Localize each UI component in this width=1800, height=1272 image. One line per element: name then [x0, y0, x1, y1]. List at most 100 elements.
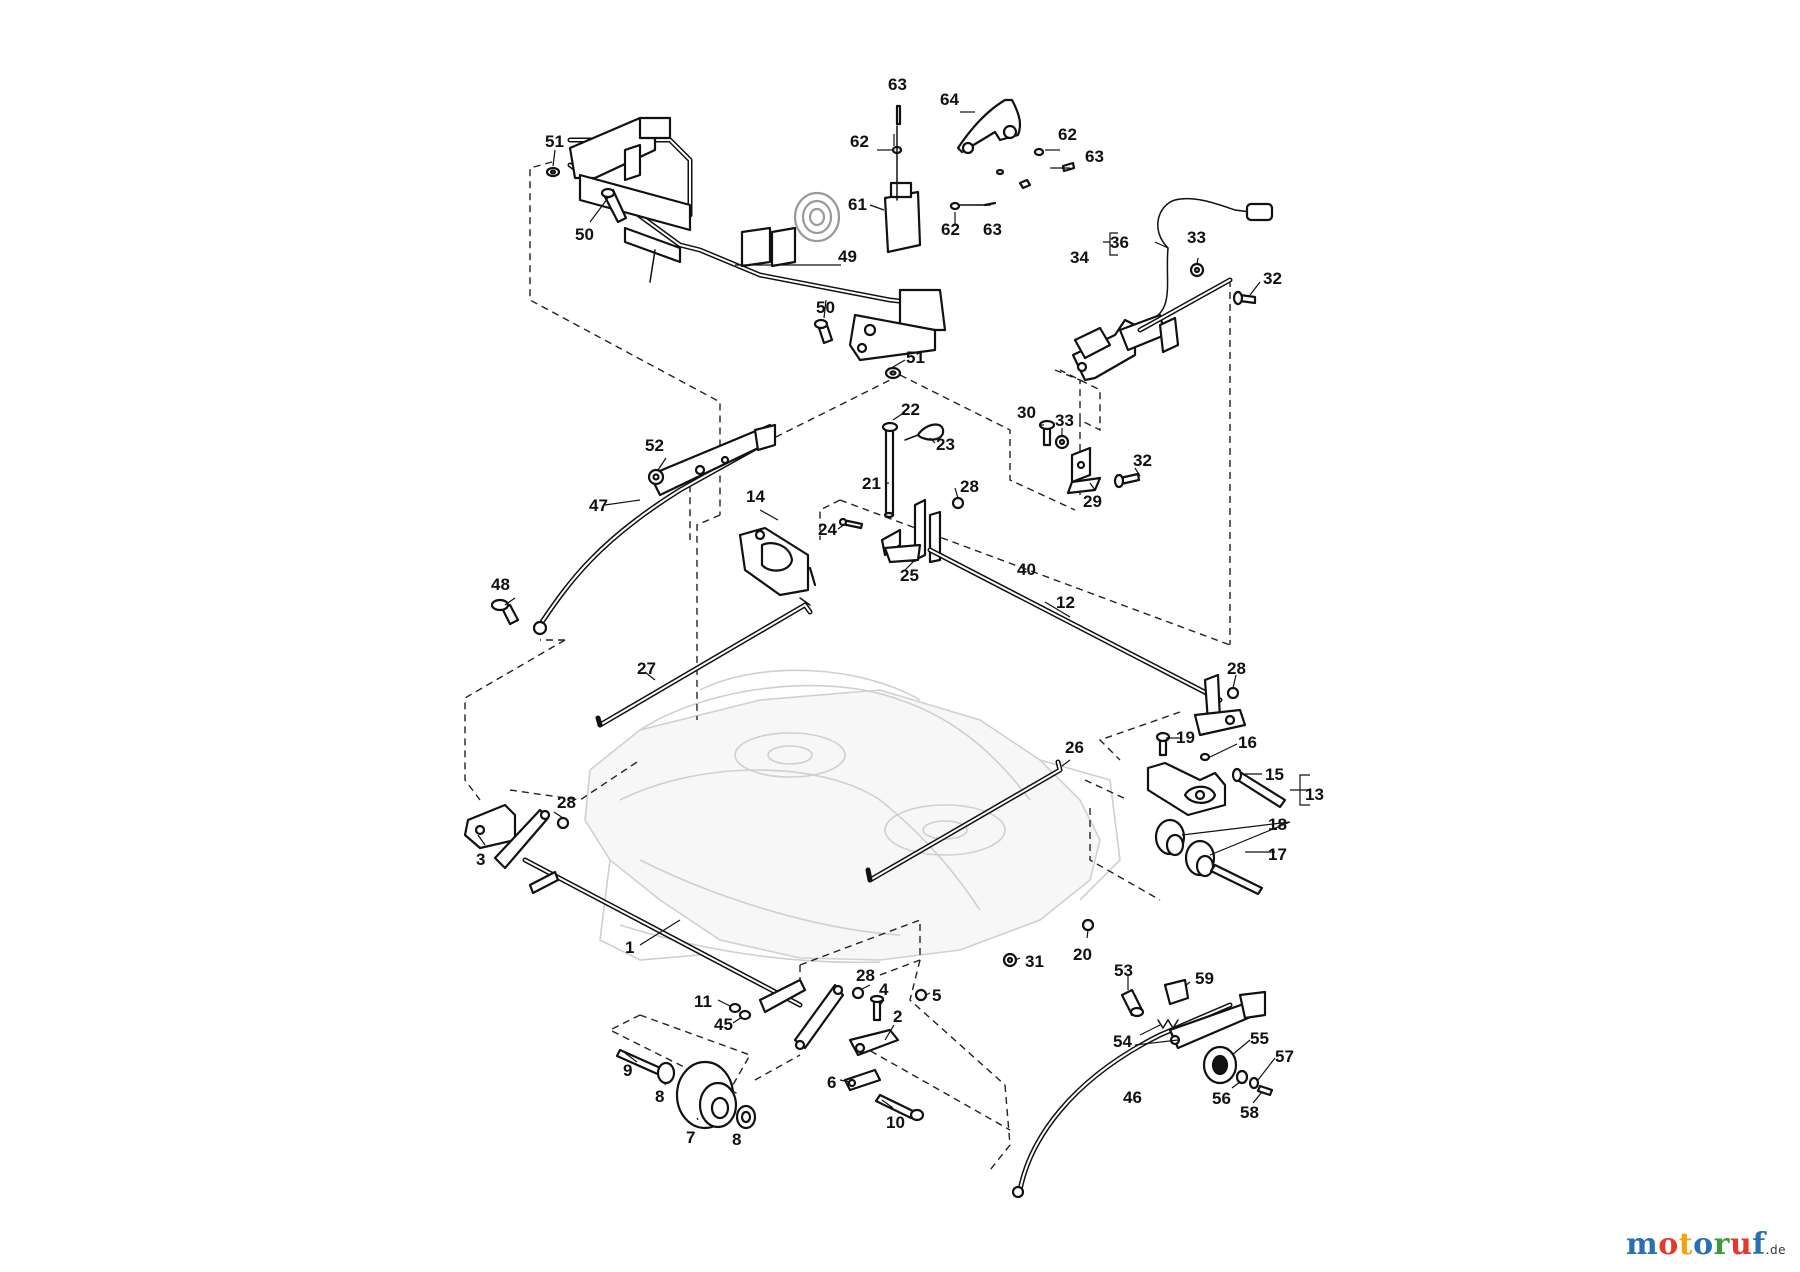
part-28-nut-lower	[851, 986, 865, 1000]
part-50-screw-bottom	[813, 318, 834, 345]
part-30-bolt	[1038, 419, 1056, 447]
part-33-nut-top	[1189, 262, 1205, 278]
label-16: 16	[1238, 733, 1257, 752]
label-8-right: 8	[732, 1130, 741, 1149]
label-63-b: 63	[983, 220, 1002, 239]
label-24: 24	[818, 520, 837, 539]
part-6-bracket	[843, 1068, 882, 1092]
part-28-nut-left	[556, 816, 570, 830]
label-28-left: 28	[557, 793, 576, 812]
label-28-top: 28	[960, 477, 979, 496]
label-1: 1	[625, 938, 634, 957]
part-52-nut	[647, 468, 665, 486]
part-40-shaft-assembly	[880, 498, 942, 564]
part-22-washer	[881, 421, 899, 433]
label-61: 61	[848, 195, 867, 214]
label-53: 53	[1114, 961, 1133, 980]
label-17: 17	[1268, 845, 1287, 864]
label-36: 36	[1110, 233, 1129, 252]
label-33-top: 33	[1187, 228, 1206, 247]
part-16-washer	[1199, 752, 1211, 762]
watermark-letter: t	[1678, 1227, 1694, 1262]
part-50-screw-top	[600, 187, 628, 224]
label-48: 48	[491, 575, 510, 594]
label-15: 15	[1265, 765, 1284, 784]
assembly-guide-lines	[464, 161, 1231, 1171]
label-55: 55	[1250, 1029, 1269, 1048]
label-23: 23	[936, 435, 955, 454]
part-47-lever	[532, 423, 777, 636]
part-3-bracket	[463, 803, 517, 850]
pulley-part	[793, 191, 841, 243]
part-11-washer	[728, 1002, 742, 1014]
part-57-washer	[1248, 1076, 1260, 1090]
label-7: 7	[686, 1128, 695, 1147]
part-26-rod	[865, 759, 1063, 883]
part-15-pin	[1231, 767, 1287, 809]
part-54-spring	[1157, 1018, 1179, 1030]
label-50-top: 50	[575, 225, 594, 244]
part-1-axle	[493, 808, 845, 1051]
label-59: 59	[1195, 969, 1214, 988]
label-32-top: 32	[1263, 269, 1282, 288]
part-51-washer-top	[545, 166, 561, 178]
part-7-wheel	[675, 1060, 738, 1130]
label-28-right: 28	[1227, 659, 1246, 678]
label-26: 26	[1065, 738, 1084, 757]
part-32-bolt	[1113, 472, 1141, 489]
part-55-roller	[1202, 1045, 1238, 1085]
part-59-clip	[1163, 978, 1190, 1006]
label-62-a: 62	[850, 132, 869, 151]
label-18: 18	[1268, 815, 1287, 834]
part-58-screw	[1256, 1084, 1274, 1097]
mower-deck-outline	[584, 669, 1121, 964]
label-49: 49	[838, 247, 857, 266]
label-57: 57	[1275, 1047, 1294, 1066]
part-64-bracket	[956, 98, 1022, 155]
label-51-top: 51	[545, 132, 564, 151]
part-61-switch-cover	[883, 181, 922, 254]
watermark-tld: .de	[1765, 1243, 1786, 1257]
label-34: 34	[1070, 248, 1089, 267]
part-24-pin	[838, 517, 864, 530]
leader-lines	[477, 111, 1310, 1129]
label-21: 21	[862, 474, 881, 493]
label-63-a: 63	[888, 75, 907, 94]
label-3: 3	[476, 850, 485, 869]
label-2: 2	[893, 1007, 902, 1026]
motoruf-watermark: motoruf.de	[1626, 1227, 1786, 1262]
watermark-letter: o	[1693, 1227, 1714, 1262]
watermark-letter: u	[1729, 1227, 1753, 1262]
label-52: 52	[645, 436, 664, 455]
part-29-bracket	[1066, 446, 1102, 495]
label-6: 6	[827, 1073, 836, 1092]
label-12: 12	[1056, 593, 1075, 612]
label-33: 33	[1055, 411, 1074, 430]
label-58: 58	[1240, 1103, 1259, 1122]
part-10-bolt	[874, 1093, 925, 1122]
label-9: 9	[623, 1061, 632, 1080]
label-45: 45	[714, 1015, 733, 1034]
part-19-screw	[1155, 731, 1171, 757]
part-17-shaft	[1209, 863, 1264, 896]
watermark-letter: m	[1626, 1227, 1659, 1262]
label-25: 25	[900, 566, 919, 585]
watermark-letter: r	[1713, 1227, 1730, 1262]
label-14: 14	[746, 487, 765, 506]
part-4-screw	[869, 994, 885, 1022]
label-5: 5	[932, 986, 941, 1005]
label-22: 22	[901, 400, 920, 419]
label-63-c: 63	[1085, 147, 1104, 166]
part-51-washer-bottom	[884, 366, 902, 380]
part-48-screw	[490, 598, 520, 626]
part-5-nut	[914, 988, 928, 1002]
label-8-left: 8	[655, 1087, 664, 1106]
part-20-nut	[1081, 918, 1095, 932]
part-12-shaft	[927, 547, 1247, 737]
part-31-nut	[1002, 952, 1018, 968]
label-19: 19	[1176, 728, 1195, 747]
label-50-bottom: 50	[816, 298, 835, 317]
label-47: 47	[589, 496, 608, 515]
part-23-clip	[904, 423, 945, 441]
label-56: 56	[1212, 1089, 1231, 1108]
